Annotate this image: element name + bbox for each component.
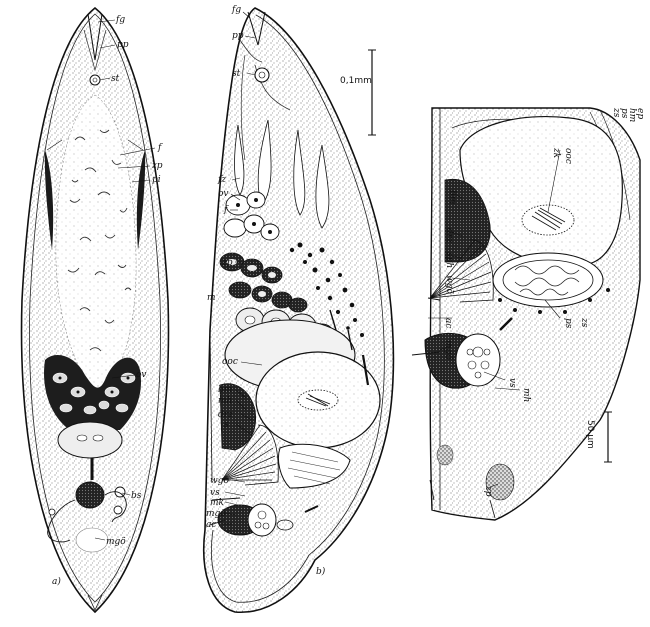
- label-b-fz: fz: [217, 175, 226, 185]
- label-a-pi: pi: [152, 175, 161, 185]
- label-c-vs: vs: [507, 378, 517, 388]
- male-pore-a: [75, 527, 109, 553]
- label-a-st: st: [111, 74, 120, 84]
- label-c-zs2: zs: [579, 317, 589, 328]
- label-c-zk: zk: [551, 147, 561, 158]
- label-b-zp: zp: [221, 258, 233, 268]
- panel-label-a: a): [52, 576, 61, 587]
- label-c-bm: bm: [447, 190, 457, 204]
- label-c-hm: hm: [627, 108, 637, 122]
- label-b-mh: mh: [218, 396, 232, 406]
- label-c-wgo: wgö: [444, 275, 454, 294]
- label-b-mgo: mgö: [206, 509, 226, 519]
- label-b-m: m: [207, 293, 216, 303]
- label-c-ooc: ooc: [563, 148, 573, 164]
- bursa-a: [75, 481, 105, 509]
- label-b-drz: drz: [218, 410, 233, 420]
- label-b-s: s: [224, 420, 229, 430]
- label-c-drz: drz: [444, 228, 454, 243]
- label-c-zp: zp: [483, 485, 493, 497]
- label-c-mgo: mgö: [443, 340, 453, 360]
- label-b-mk: mk: [210, 498, 224, 508]
- label-a-zp: zp: [151, 161, 163, 171]
- label-a-f: f: [157, 143, 163, 153]
- label-b-st: st: [232, 69, 241, 79]
- label-b-vs: vs: [210, 488, 220, 498]
- label-c-ps2: ps: [619, 108, 629, 119]
- label-a-bs: bs: [131, 491, 142, 501]
- label-a-pp: pp: [117, 40, 129, 50]
- label-c-ps: ps: [563, 318, 573, 329]
- scale-label-b: 0,1mm: [340, 76, 372, 86]
- panel-a: [20, 6, 170, 614]
- label-a-fg: fg: [115, 15, 125, 25]
- leader-lines: [94, 11, 561, 541]
- label-b-ooc: ooc: [222, 357, 238, 367]
- zp-cell-c: [485, 463, 515, 501]
- label-c-ep: ep: [635, 108, 645, 119]
- label-b-bm: bm: [218, 385, 232, 395]
- label-c-zs: zs: [611, 107, 621, 118]
- label-c-ac: ac: [443, 318, 453, 328]
- label-b-fg: fg: [231, 5, 241, 15]
- panel-label-b: b): [316, 566, 326, 577]
- label-a-ov: ov: [136, 370, 147, 380]
- label-b-wgo: wgö: [210, 476, 229, 486]
- label-b-ov: ov: [218, 189, 229, 199]
- bursa-b: [219, 383, 257, 451]
- panel-b: [202, 7, 395, 613]
- seminal-vesicle-c: [492, 252, 604, 308]
- panel-c: [411, 107, 641, 521]
- scale-label-c: 50 μm: [585, 420, 595, 449]
- label-a-mgo: mgö: [106, 537, 126, 547]
- label-c-mh: mh: [521, 388, 531, 402]
- label-b-f: f: [223, 205, 229, 215]
- label-b-ac: ac: [206, 520, 216, 530]
- label-b-pp: pp: [232, 31, 244, 41]
- label-c-sph: sph: [444, 252, 454, 268]
